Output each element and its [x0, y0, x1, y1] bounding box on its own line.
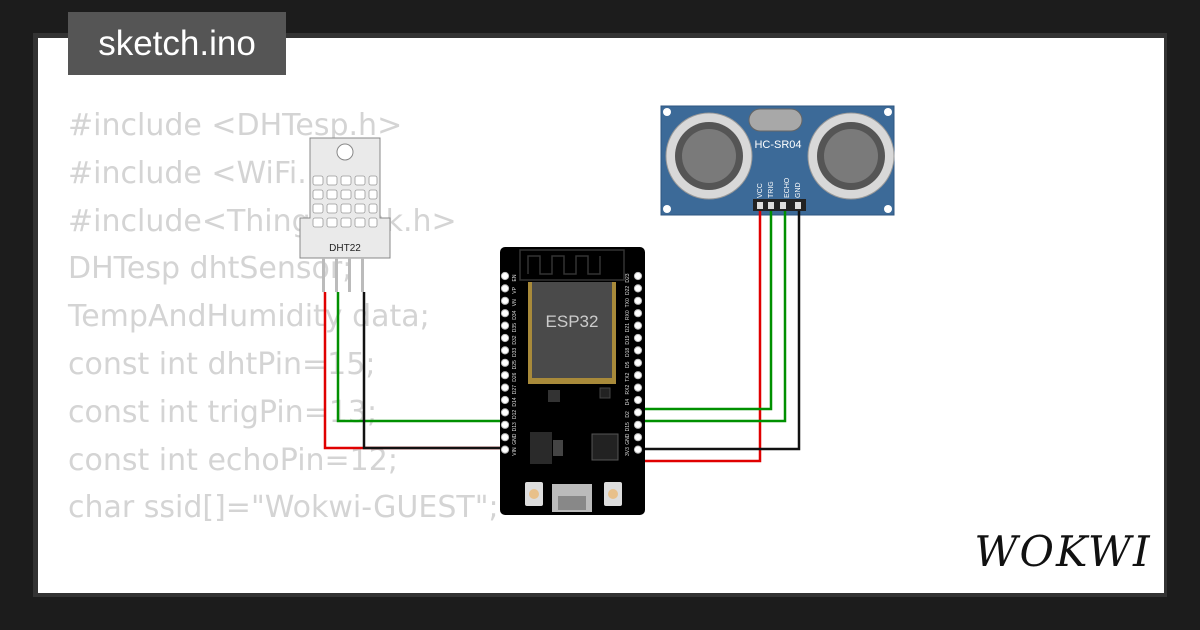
header-pin[interactable] — [500, 383, 510, 392]
header-pin-label: D13 — [512, 422, 518, 431]
pin-label-echo: ECHO — [784, 177, 791, 198]
header-pin[interactable] — [500, 271, 510, 281]
header-pin-label: GND — [625, 433, 631, 445]
code-line: #include <DHTesp.h> — [68, 108, 403, 143]
esp32-board[interactable]: ESP32 ENVPVND34D35D32D33D25D26D27D14D12D… — [500, 247, 645, 515]
header-pin[interactable] — [500, 420, 510, 429]
wire-us-gnd[interactable] — [638, 211, 801, 451]
header-pin-label: VIN — [512, 447, 518, 456]
dht22-sensor[interactable]: DHT22 — [299, 137, 391, 292]
header-pin[interactable] — [500, 395, 510, 405]
header-pin-label: D21 — [625, 323, 631, 332]
wire-us-trig[interactable] — [638, 211, 773, 411]
header-pin-label: RX0 — [625, 310, 631, 320]
header-pin[interactable] — [500, 333, 510, 343]
transducer-left — [665, 112, 753, 200]
header-pin-label: TX2 — [625, 372, 631, 381]
header-pin-label: D33 — [512, 348, 518, 357]
header-pin-label: D22 — [625, 286, 631, 295]
header-pin-label: D12 — [512, 410, 518, 419]
transducer-right — [807, 112, 895, 200]
header-pin-label: 3V3 — [625, 447, 631, 456]
wires — [323, 211, 801, 463]
wire-dht-data[interactable] — [336, 292, 505, 423]
header-pin[interactable] — [633, 420, 643, 429]
header-pin-label: D25 — [512, 360, 518, 369]
header-pin[interactable] — [500, 358, 510, 367]
header-pin[interactable] — [633, 296, 643, 305]
esp32-label: ESP32 — [546, 312, 599, 331]
code-line: char ssid[]="Wokwi-GUEST"; — [68, 490, 499, 526]
header-pin[interactable] — [633, 284, 643, 293]
file-tab[interactable]: sketch.ino — [68, 12, 286, 75]
header-pin-label: D4 — [625, 399, 631, 406]
header-pin-label: D14 — [512, 397, 518, 406]
wire-us-vcc[interactable] — [638, 211, 762, 463]
header-pin[interactable] — [633, 321, 643, 330]
header-pin[interactable] — [633, 271, 643, 281]
header-pin[interactable] — [500, 284, 510, 293]
header-pin-label: D19 — [625, 335, 631, 344]
wire-dht-gnd[interactable] — [362, 292, 505, 450]
header-pin[interactable] — [500, 433, 510, 442]
header-pin-label: D2 — [625, 411, 631, 418]
header-pin[interactable] — [633, 383, 643, 392]
wokwi-logo-text: WOKWI — [974, 527, 1151, 576]
header-pin[interactable] — [633, 346, 643, 355]
header-pin[interactable] — [633, 358, 643, 367]
header-pin-label: D34 — [512, 310, 518, 319]
header-pin[interactable] — [633, 333, 643, 343]
header-pin-label: EN — [512, 274, 518, 281]
pin-label-trig: TRIG — [768, 181, 775, 198]
header-pin-label: VN — [512, 299, 518, 306]
ultrasonic-sensor[interactable]: HC-SR04 VCC TRIG ECHO GND — [660, 105, 895, 216]
header-pin[interactable] — [500, 445, 510, 454]
pin-label-vcc: VCC — [757, 183, 764, 198]
header-pin[interactable] — [633, 433, 643, 442]
header-pin[interactable] — [500, 346, 510, 355]
wire-us-echo[interactable] — [638, 211, 787, 423]
header-pin-label: D27 — [512, 385, 518, 394]
header-pin[interactable] — [633, 445, 643, 454]
header-pin-label: D5 — [625, 361, 631, 368]
code-line: const int dhtPin=15; — [68, 346, 376, 382]
code-line: const int trigPin=13; — [68, 394, 378, 430]
wokwi-logo: WOKWI — [974, 527, 1151, 576]
header-pin-label: D26 — [512, 372, 518, 381]
pin-label-gnd: GND — [795, 182, 802, 198]
header-pin[interactable] — [500, 309, 510, 318]
header-pin[interactable] — [500, 371, 510, 380]
header-pin[interactable] — [633, 371, 643, 380]
header-pin-label: TX0 — [625, 298, 631, 307]
header-pin-label: VP — [512, 286, 518, 293]
header-pin-label: D32 — [512, 335, 518, 344]
header-pin[interactable] — [500, 296, 510, 305]
header-pin-label: RX2 — [625, 385, 631, 395]
dht22-label: DHT22 — [329, 243, 361, 254]
code-line: #include<ThingSpeak.h> — [68, 203, 457, 239]
header-pin-label: D18 — [625, 348, 631, 357]
header-pin[interactable] — [500, 321, 510, 330]
ultrasonic-label: HC-SR04 — [754, 139, 801, 151]
header-pin-label: D23 — [625, 273, 631, 282]
header-pin-label: D35 — [512, 323, 518, 332]
wire-dht-vcc[interactable] — [323, 292, 507, 462]
header-pin-label: D15 — [625, 422, 631, 431]
header-pin[interactable] — [633, 309, 643, 318]
header-pin[interactable] — [500, 408, 510, 417]
code-background: #include <DHTesp.h>#include <WiFi.h>#inc… — [68, 102, 499, 532]
header-pin[interactable] — [633, 408, 643, 417]
header-pin-label: GND — [512, 433, 518, 445]
header-pin[interactable] — [633, 395, 643, 405]
